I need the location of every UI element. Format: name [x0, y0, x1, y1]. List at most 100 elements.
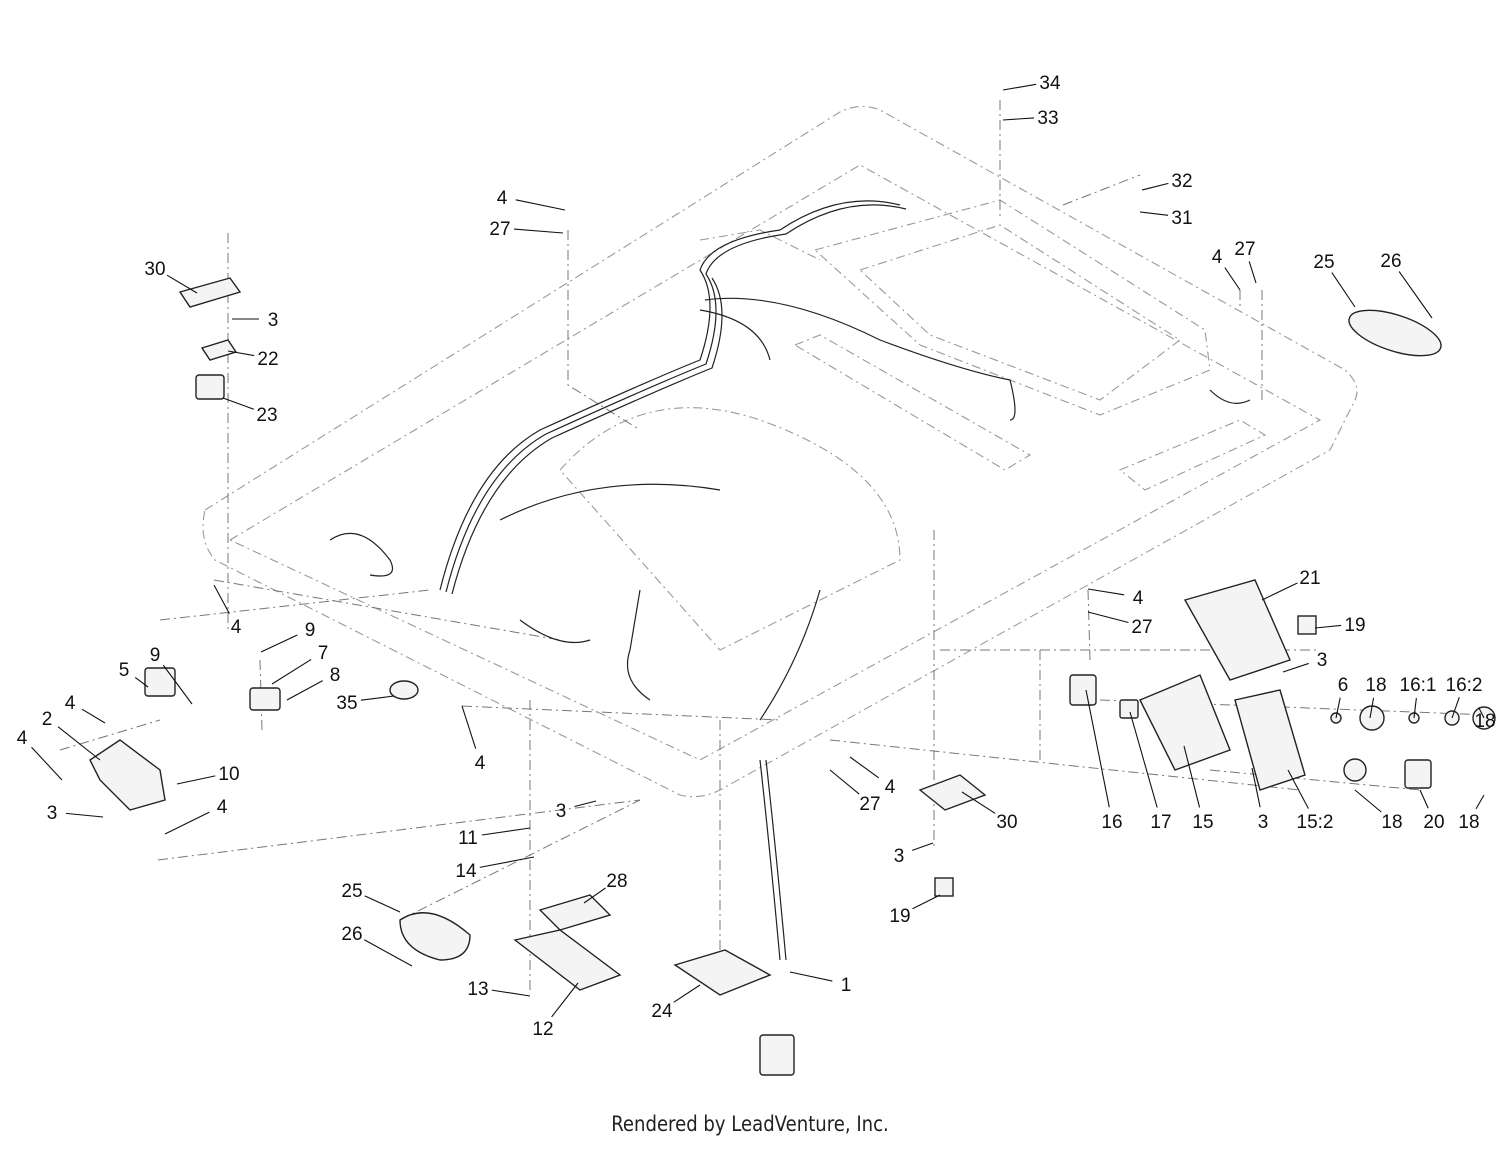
leader-line-16_2: [1451, 697, 1460, 719]
callout-3c: 3: [47, 803, 58, 824]
leader-line-18c: [1369, 697, 1375, 719]
callout-6: 6: [1338, 675, 1349, 696]
callout-14: 14: [455, 861, 477, 882]
leader-line-21: [1261, 582, 1298, 601]
callout-17: 17: [1150, 812, 1171, 833]
callout-16: 16: [1101, 812, 1122, 833]
bracket-2: [89, 739, 166, 811]
relay-5: [144, 667, 176, 697]
leader-line-3c: [65, 812, 104, 818]
footer-credit: Rendered by LeadVenture, Inc.: [611, 1112, 889, 1136]
leader-line-30b: [961, 791, 996, 814]
panel-15: [1139, 674, 1231, 771]
callout-8: 8: [330, 665, 341, 686]
leader-line-3e: [912, 842, 934, 851]
callout-3f: 3: [1258, 812, 1269, 833]
leader-line-4a: [515, 199, 566, 211]
callout-24: 24: [651, 1001, 673, 1022]
decal-28: [538, 894, 612, 931]
leader-line-27c: [1087, 611, 1129, 624]
connector-1: [759, 1034, 795, 1076]
leader-line-3b: [1282, 662, 1309, 673]
callout-3b: 3: [1317, 650, 1328, 671]
panel-15-2: [1234, 689, 1306, 791]
callout-34: 34: [1039, 73, 1061, 94]
callout-11: 11: [458, 828, 478, 849]
callout-25b: 25: [341, 881, 362, 902]
callout-19a: 19: [1344, 615, 1365, 636]
leader-line-26b: [364, 939, 413, 967]
callout-4d: 4: [231, 617, 242, 638]
leader-line-27d: [829, 769, 860, 795]
leader-line-19b: [912, 894, 941, 910]
callout-4h: 4: [475, 753, 486, 774]
callout-33: 33: [1037, 108, 1058, 129]
leader-line-4b: [1224, 267, 1241, 291]
callout-4c: 4: [1133, 588, 1144, 609]
callout-4i: 4: [885, 777, 896, 798]
clip-19b: [934, 877, 954, 897]
leader-line-4c: [1087, 588, 1125, 596]
callout-30b: 30: [996, 812, 1017, 833]
leader-line-16_1: [1413, 697, 1417, 719]
switch-17: [1119, 699, 1139, 719]
callout-16_1: 16:1: [1400, 675, 1437, 696]
callout-18c: 18: [1365, 675, 1386, 696]
callout-4b: 4: [1212, 247, 1223, 268]
callout-27c: 27: [1131, 617, 1152, 638]
knob-18b: [1343, 758, 1367, 782]
callout-4a: 4: [497, 188, 508, 209]
leader-line-3f: [1251, 767, 1261, 808]
callout-32: 32: [1171, 171, 1192, 192]
leader-line-32: [1141, 182, 1169, 191]
switch-20: [1404, 759, 1432, 789]
callout-27d: 27: [859, 794, 880, 815]
leader-line-4d: [213, 584, 230, 614]
callout-23: 23: [256, 405, 277, 426]
grommet-35: [389, 680, 419, 700]
leader-line-24: [673, 984, 701, 1003]
callout-4g: 4: [217, 797, 228, 818]
leader-line-7: [271, 658, 312, 685]
callout-3a: 3: [268, 310, 279, 331]
leader-line-9a: [260, 634, 298, 653]
leader-line-4i: [849, 756, 879, 779]
callout-15_2: 15:2: [1297, 812, 1334, 833]
clip-19a: [1297, 615, 1317, 635]
leader-line-35: [360, 695, 395, 701]
leader-line-8: [286, 680, 323, 701]
leader-line-11: [481, 827, 531, 836]
callout-35: 35: [336, 693, 357, 714]
callout-28: 28: [606, 871, 627, 892]
leader-line-23: [222, 397, 255, 410]
leader-line-25b: [364, 895, 401, 913]
callout-20: 20: [1423, 812, 1444, 833]
components: [89, 277, 1496, 1076]
leader-line-27a: [513, 228, 564, 234]
leader-line-3d: [574, 800, 597, 808]
leader-line-9b: [162, 664, 193, 705]
switch-16: [1069, 674, 1097, 706]
callout-18a: 18: [1381, 812, 1402, 833]
leader-line-14: [479, 856, 535, 868]
leader-line-33: [1002, 117, 1035, 121]
leader-line-6: [1335, 697, 1341, 719]
callout-18d: 18: [1474, 711, 1495, 732]
leader-line-10: [176, 775, 216, 785]
callout-4f: 4: [17, 728, 28, 749]
rocker-switch-23: [195, 374, 225, 400]
callout-22: 22: [257, 349, 278, 370]
bezel-30b: [918, 774, 987, 811]
callout-16_2: 16:2: [1446, 675, 1483, 696]
leader-line-12: [551, 982, 579, 1018]
leader-line-5: [134, 676, 149, 688]
switch-panel-21: [1183, 579, 1291, 681]
callout-2: 2: [42, 709, 53, 730]
leader-line-28: [583, 887, 606, 904]
callout-3d: 3: [556, 801, 567, 822]
leader-line-26a: [1398, 271, 1433, 319]
bezel-plate-30: [178, 277, 242, 308]
leader-line-17: [1129, 711, 1158, 808]
